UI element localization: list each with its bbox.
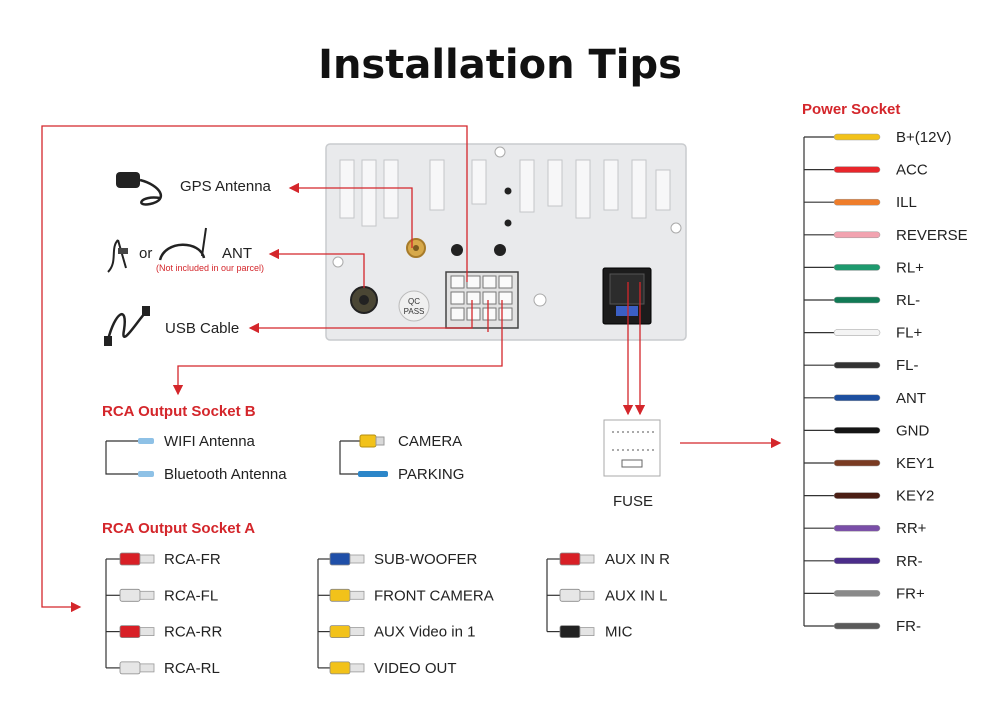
ant-adapter-icon	[107, 239, 128, 273]
wire-fl	[833, 329, 881, 336]
aux-video-in-1-label: AUX Video in 1	[374, 624, 475, 641]
rca-fl-label: RCA-FL	[164, 587, 218, 604]
wire-fl	[833, 361, 881, 369]
rca-rl-label: RCA-RL	[164, 660, 220, 677]
wire-label-rr: RR-	[896, 553, 923, 570]
bluetooth-antenna-label: Bluetooth Antenna	[164, 466, 287, 483]
socket-b-bracket-right	[339, 441, 360, 475]
socket-b-title: RCA Output Socket B	[102, 403, 256, 420]
wire-label-b-12v: B+(12V)	[896, 129, 951, 146]
camera-label: CAMERA	[398, 433, 462, 450]
rca-rl-connector	[119, 661, 155, 675]
bluetooth-antenna-connector	[138, 471, 154, 477]
wire-rl	[833, 296, 881, 304]
wire-b-12v	[833, 133, 881, 141]
wire-label-acc: ACC	[896, 162, 928, 179]
wire-fr	[833, 622, 881, 630]
aux-in-r-connector	[559, 552, 595, 566]
sub-woofer-label: SUB-WOOFER	[374, 551, 477, 568]
rca-fl-connector	[119, 588, 155, 602]
wire-label-key2: KEY2	[896, 488, 934, 505]
connection-lines	[41, 125, 782, 613]
page-title: Installation Tips	[318, 42, 682, 88]
wire-key1	[833, 459, 881, 467]
wire-ant	[833, 394, 881, 402]
aux-video-in-1-connector	[329, 625, 365, 638]
wire-key2	[833, 492, 881, 499]
wire-rr	[833, 524, 881, 532]
aux-in-r-label: AUX IN R	[605, 551, 670, 568]
camera-rca-connector	[359, 434, 385, 448]
wire-label-fr: FR-	[896, 618, 921, 635]
wire-gnd	[833, 427, 881, 434]
svg-text:QC: QC	[408, 297, 420, 306]
rca-rr-connector	[119, 625, 155, 638]
head-unit-rear: QC PASS	[325, 143, 687, 341]
socket-b-bracket-left	[105, 441, 140, 475]
wire-label-fl: FL-	[896, 357, 919, 374]
ant-antenna-icon	[158, 227, 207, 261]
wire-ill	[833, 198, 881, 206]
ant-note: (Not included in our parcel)	[156, 263, 264, 273]
rca-fr-connector	[119, 552, 155, 566]
gps-antenna-label: GPS Antenna	[180, 178, 272, 195]
wifi-antenna-label: WIFI Antenna	[164, 433, 256, 450]
wire-label-ill: ILL	[896, 194, 917, 211]
wire-label-reverse: REVERSE	[896, 227, 968, 244]
svg-text:PASS: PASS	[404, 307, 425, 316]
wifi-antenna-connector	[138, 438, 154, 444]
or-label: or	[139, 245, 152, 262]
wire-label-rr: RR+	[896, 520, 927, 537]
wire-rr	[833, 557, 881, 565]
wire-label-ant: ANT	[896, 390, 926, 407]
gps-antenna-icon	[116, 172, 163, 206]
wire-reverse	[833, 231, 881, 239]
aux-in-l-connector	[559, 588, 595, 602]
parking-wire-connector	[358, 471, 388, 477]
wire-label-fr: FR+	[896, 585, 925, 602]
ant-label: ANT	[222, 245, 252, 262]
wire-acc	[833, 166, 881, 173]
power-socket-title: Power Socket	[802, 101, 900, 118]
mic-connector	[559, 625, 595, 638]
socket-a-title: RCA Output Socket A	[102, 520, 255, 537]
front-camera-label: FRONT CAMERA	[374, 587, 494, 604]
front-camera-connector	[329, 588, 365, 602]
fuse-label: FUSE	[613, 493, 653, 510]
video-out-connector	[329, 661, 365, 675]
socket-a-connectors: RCA-FR RCA-FL RCA-RR RCA-RL SUB-WOOFER FRONT …	[105, 551, 670, 677]
mic-label: MIC	[605, 624, 633, 641]
rca-rr-label: RCA-RR	[164, 624, 222, 641]
wire-label-key1: KEY1	[896, 455, 934, 472]
parking-label: PARKING	[398, 466, 464, 483]
aux-in-l-label: AUX IN L	[605, 587, 668, 604]
fuse-box	[603, 419, 661, 477]
video-out-label: VIDEO OUT	[374, 660, 457, 677]
wire-label-fl: FL+	[896, 325, 923, 342]
usb-cable-icon	[104, 306, 150, 346]
wire-label-gnd: GND	[896, 422, 930, 439]
power-socket-plug	[602, 267, 652, 325]
wire-fr	[833, 590, 881, 597]
wire-label-rl: RL+	[896, 259, 924, 276]
usb-cable-label: USB Cable	[165, 320, 239, 337]
rca-fr-label: RCA-FR	[164, 551, 221, 568]
sub-woofer-connector	[329, 552, 365, 566]
wire-rl	[833, 264, 881, 271]
rca-harness-socket	[445, 271, 519, 329]
power-socket-wires: B+(12V) ACC ILL REVERSE RL+ RL- FL+ FL- ANT GND KE…	[803, 129, 968, 635]
qc-pass-sticker	[398, 290, 430, 322]
wire-label-rl: RL-	[896, 292, 920, 309]
